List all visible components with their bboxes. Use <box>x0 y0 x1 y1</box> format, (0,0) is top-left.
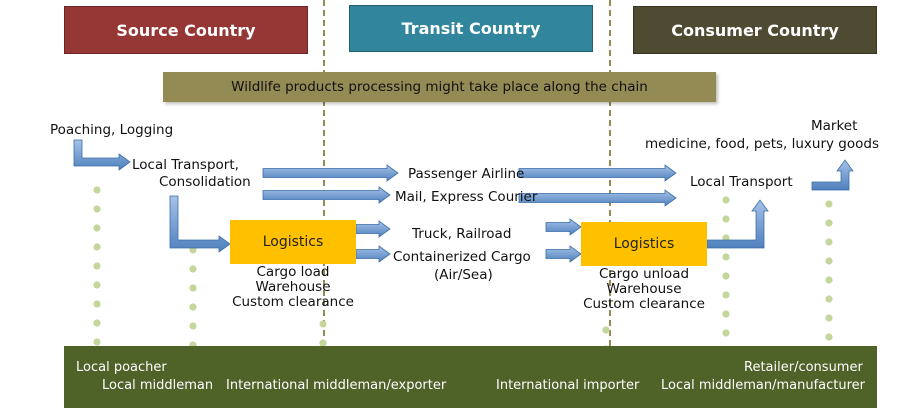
dot <box>722 196 730 204</box>
dot <box>93 243 101 251</box>
route-containerized-cargo: Containerized Cargo <box>393 249 531 265</box>
step-local-transport-consumer: Local Transport <box>690 174 793 190</box>
dot <box>93 338 101 346</box>
dots-local-manufacturer <box>722 196 730 356</box>
arrow-courier-to-local <box>518 189 677 207</box>
arrow-to-mail-courier <box>262 186 391 204</box>
role-international-importer: International importer <box>496 378 640 393</box>
actors-band <box>64 346 877 408</box>
dot <box>825 333 833 341</box>
dot <box>825 314 833 322</box>
arrow-logistics-to-container <box>355 245 391 263</box>
arrow-transport-to-market <box>811 159 854 191</box>
dot <box>825 200 833 208</box>
dot <box>93 186 101 194</box>
dot <box>825 276 833 284</box>
arrow-container-to-logistics <box>545 245 582 263</box>
import-note-cargo-unload: Cargo unload <box>598 266 690 282</box>
role-international-exporter: International middleman/exporter <box>226 378 447 393</box>
role-local-poacher: Local poacher <box>76 360 167 375</box>
arrow-poaching-to-transport <box>73 139 131 171</box>
route-passenger-airline: Passenger Airline <box>408 166 525 182</box>
dot <box>93 205 101 213</box>
arrow-airline-to-local <box>518 164 677 182</box>
dot <box>93 281 101 289</box>
dot <box>722 329 730 337</box>
step-consolidation: Consolidation <box>159 174 251 190</box>
processing-banner: Wildlife products processing might take … <box>163 72 716 102</box>
export-note-custom-clearance: Custom clearance <box>232 294 354 310</box>
logistics-box-export: Logistics <box>230 220 356 264</box>
export-note-warehouse: Warehouse <box>255 279 331 295</box>
step-local-transport: Local Transport, <box>132 157 239 173</box>
dot <box>319 339 327 347</box>
dot <box>189 265 197 273</box>
step-market: Market <box>811 118 858 134</box>
arrow-logistics-to-local-transport <box>706 199 769 249</box>
dot <box>825 219 833 227</box>
dot <box>722 272 730 280</box>
logistics-box-import: Logistics <box>581 222 707 266</box>
arrow-logistics-to-truck <box>355 220 391 238</box>
dot <box>722 215 730 223</box>
dot <box>722 310 730 318</box>
dot <box>93 319 101 327</box>
route-mail-courier: Mail, Express Courier <box>395 189 538 205</box>
dot <box>825 257 833 265</box>
dots-local-poacher <box>93 186 101 346</box>
dot <box>319 320 327 328</box>
export-note-cargo-load: Cargo load <box>256 264 330 280</box>
role-local-middleman-manufacturer: Local middleman/manufacturer <box>661 378 866 393</box>
consumer-country-header: Consumer Country <box>633 6 877 54</box>
dot <box>722 253 730 261</box>
import-note-custom-clearance: Custom clearance <box>583 296 705 312</box>
arrow-consolidation-to-logistics <box>169 195 231 253</box>
dot <box>189 322 197 330</box>
role-local-middleman: Local middleman <box>102 378 214 393</box>
import-note-warehouse: Warehouse <box>606 281 682 297</box>
dots-retailer <box>825 181 833 341</box>
arrow-truck-to-logistics <box>545 218 582 236</box>
arrow-to-passenger-airline <box>262 164 399 182</box>
route-truck-railroad: Truck, Railroad <box>412 226 512 242</box>
dots-local-middleman <box>189 246 197 349</box>
step-poaching-logging: Poaching, Logging <box>50 122 174 138</box>
dot <box>93 300 101 308</box>
dot <box>93 262 101 270</box>
role-retailer-consumer: Retailer/consumer <box>744 360 863 375</box>
transit-country-header: Transit Country <box>349 5 593 52</box>
dot <box>602 326 610 334</box>
dot <box>93 224 101 232</box>
market-goods: medicine, food, pets, luxury goods <box>645 136 879 152</box>
dot <box>825 295 833 303</box>
dot <box>825 238 833 246</box>
dot <box>722 291 730 299</box>
dot <box>189 284 197 292</box>
source-country-header: Source Country <box>64 6 308 54</box>
dot <box>189 303 197 311</box>
route-air-sea: (Air/Sea) <box>434 267 493 283</box>
